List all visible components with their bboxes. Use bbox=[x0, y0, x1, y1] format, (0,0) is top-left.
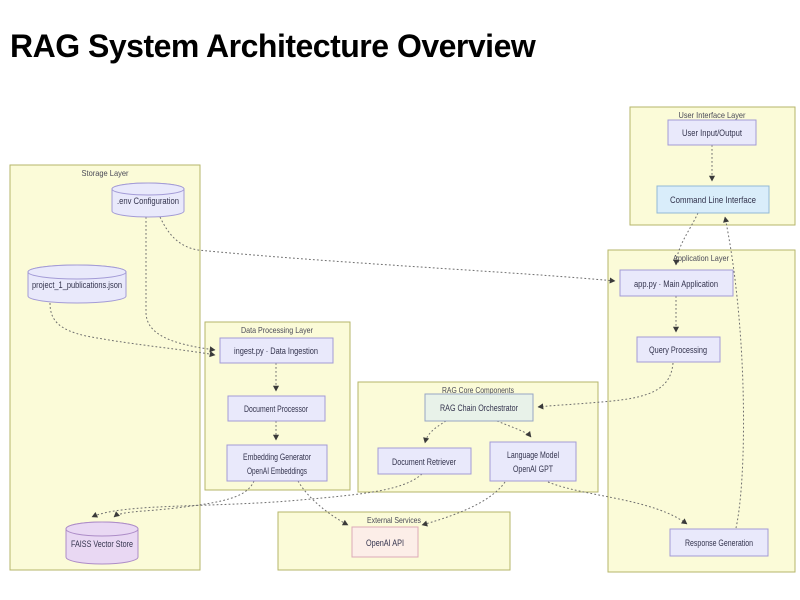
edge-language-model-to-openai-api bbox=[421, 481, 506, 527]
faiss-label: FAISS Vector Store bbox=[71, 539, 133, 549]
env-cylinder-top bbox=[111, 182, 185, 196]
edge-query-processing-to-orchestrator bbox=[537, 362, 674, 410]
embedding-generator-label-line1: Embedding Generator bbox=[243, 452, 311, 462]
publications-label: project_1_publications.json bbox=[32, 280, 122, 290]
ingest-box bbox=[219, 337, 334, 364]
node-response-generation: Response Generation bbox=[669, 528, 769, 557]
node-publications-json: project_1_publications.json bbox=[27, 264, 127, 304]
openai-api-label: OpenAI API bbox=[366, 538, 404, 548]
cluster-storage-label: Storage Layer bbox=[82, 168, 129, 178]
node-language-model: Language Model OpenAI GPT bbox=[489, 441, 577, 482]
cluster-application-layer: Application Layer bbox=[607, 249, 796, 573]
document-processor-label: Document Processor bbox=[244, 404, 308, 414]
response-generation-box bbox=[669, 528, 769, 557]
edge-env-config-to-ingest bbox=[145, 217, 216, 353]
language-model-box bbox=[489, 441, 577, 482]
document-processor-box bbox=[227, 395, 326, 422]
node-query-processing: Query Processing bbox=[636, 336, 721, 363]
edge-embedding-generator-to-openai-api bbox=[297, 480, 349, 526]
node-document-retriever: Document Retriever bbox=[377, 447, 472, 475]
language-model-label-line2: OpenAI GPT bbox=[513, 464, 553, 474]
app-main-box bbox=[619, 269, 734, 297]
openai-api-box bbox=[351, 526, 419, 558]
env-configuration-label: .env Configuration bbox=[117, 196, 179, 206]
orchestrator-label: RAG Chain Orchestrator bbox=[440, 403, 518, 413]
edge-language-model-to-response-generation bbox=[547, 481, 688, 525]
ingest-label: ingest.py · Data Ingestion bbox=[234, 346, 318, 356]
cluster-external-label: External Services bbox=[367, 515, 421, 525]
cli-label: Command Line Interface bbox=[670, 195, 756, 205]
node-embedding-generator: Embedding Generator OpenAI Embeddings bbox=[226, 444, 328, 482]
orchestrator-box bbox=[424, 393, 534, 422]
cluster-data-processing-label: Data Processing Layer bbox=[241, 325, 313, 335]
edge-env-config-to-app-main bbox=[159, 216, 616, 284]
cluster-storage-layer: Storage Layer bbox=[9, 164, 201, 571]
edge-publications-to-ingest bbox=[49, 302, 216, 358]
cluster-ui-label: User Interface Layer bbox=[679, 110, 746, 120]
faiss-cylinder-top bbox=[65, 521, 139, 537]
cluster-rag-core-label: RAG Core Components bbox=[442, 385, 514, 395]
document-retriever-box bbox=[377, 447, 472, 475]
query-processing-box bbox=[636, 336, 721, 363]
node-env-configuration: .env Configuration bbox=[111, 182, 185, 218]
response-generation-label: Response Generation bbox=[685, 538, 753, 548]
user-io-label: User Input/Output bbox=[682, 128, 742, 138]
query-processing-label: Query Processing bbox=[649, 345, 707, 355]
edge-orchestrator-to-language-model bbox=[496, 420, 532, 438]
embedding-generator-label-line2: OpenAI Embeddings bbox=[247, 466, 307, 476]
user-io-box bbox=[667, 119, 757, 146]
page-title: RAG System Architecture Overview bbox=[10, 28, 536, 64]
edge-orchestrator-to-document-retriever bbox=[423, 420, 447, 444]
language-model-label-line1: Language Model bbox=[507, 450, 559, 460]
cli-box bbox=[656, 185, 770, 214]
edge-response-generation-to-cli bbox=[723, 216, 745, 529]
node-faiss-vector-store: FAISS Vector Store bbox=[65, 521, 139, 565]
app-main-label: app.py · Main Application bbox=[634, 279, 718, 289]
node-app-main: app.py · Main Application bbox=[619, 269, 734, 297]
node-rag-chain-orchestrator: RAG Chain Orchestrator bbox=[424, 393, 534, 422]
edge-cli-to-app-main bbox=[673, 212, 699, 266]
cluster-application-box bbox=[607, 249, 796, 573]
cluster-application-label: Application Layer bbox=[673, 253, 729, 263]
node-command-line-interface: Command Line Interface bbox=[656, 185, 770, 214]
document-retriever-label: Document Retriever bbox=[392, 457, 456, 467]
edge-embedding-generator-to-faiss bbox=[113, 480, 255, 518]
node-user-input-output: User Input/Output bbox=[667, 119, 757, 146]
node-document-processor: Document Processor bbox=[227, 395, 326, 422]
node-ingest: ingest.py · Data Ingestion bbox=[219, 337, 334, 364]
node-openai-api: OpenAI API bbox=[351, 526, 419, 558]
edge-document-retriever-to-faiss bbox=[91, 473, 423, 518]
publications-cylinder-top bbox=[27, 264, 127, 280]
embedding-generator-box bbox=[226, 444, 328, 482]
cluster-storage-box bbox=[9, 164, 201, 571]
